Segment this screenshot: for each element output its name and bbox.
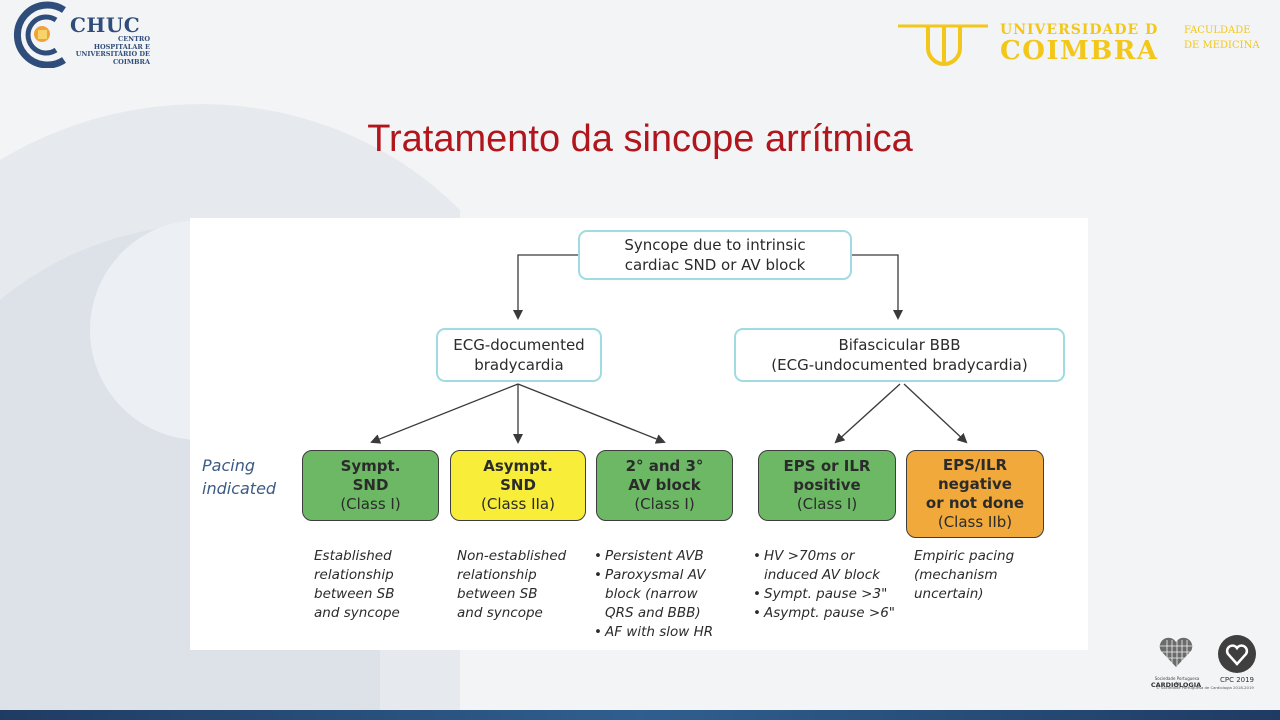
note3-item: AF with slow HR — [594, 623, 730, 642]
leaf1-class: (Class I) — [340, 495, 401, 513]
leaf4-line2: positive — [793, 476, 861, 494]
note4-item: Sympt. pause >3" — [753, 585, 899, 604]
leaf4-class: (Class I) — [796, 495, 858, 513]
note1-line1: Established — [314, 548, 392, 564]
cpc-name: CPC 2019 — [1219, 676, 1255, 684]
right-to-leaf4-arrow — [834, 383, 901, 444]
uc-logo: UNIVERSIDADE D COIMBRA FACULDADE DE MEDI… — [898, 18, 1268, 70]
pacing-indicated-label: Pacing indicated — [202, 454, 276, 500]
right-to-leaf5-arrow — [903, 383, 968, 444]
leaf5-line2: negative — [938, 475, 1012, 493]
heart-grid-icon — [1159, 637, 1193, 667]
leaf2-line2: SND — [500, 476, 536, 494]
leaf1-line1: Sympt. — [340, 457, 401, 475]
uc-faculty: FACULDADE DE MEDICINA — [1184, 25, 1260, 51]
note2-line3: between SB — [457, 586, 538, 602]
note-av-block: Persistent AVB Paroxysmal AV block (narr… — [594, 547, 730, 642]
leaf4-line1: EPS or ILR — [783, 457, 871, 475]
note-asympt-snd: Non-established relationship between SB … — [457, 547, 587, 623]
pacing-label-line1: Pacing — [202, 456, 255, 475]
note3-list: Persistent AVB Paroxysmal AV block (narr… — [594, 547, 730, 642]
note-eps-ilr-negative: Empiric pacing (mechanism uncertain) — [914, 547, 1044, 604]
leaf3-line2: AV block — [628, 476, 701, 494]
note1-line2: relationship — [314, 567, 394, 583]
note3-item: Persistent AVB — [594, 547, 730, 566]
leaf3-class: (Class I) — [634, 495, 695, 513]
leaf2-class: (Class IIa) — [481, 495, 555, 513]
flowchart: Syncope due to intrinsic cardiac SND or … — [190, 218, 1088, 650]
leaf3-line1: 2° and 3° — [625, 457, 704, 475]
note1-line4: and syncope — [314, 605, 400, 621]
pacing-label-line2: indicated — [202, 479, 277, 498]
chuc-emblem-icon — [13, 1, 66, 68]
leaf-sympt-snd: Sympt. SND (Class I) — [302, 450, 439, 521]
leaf1-line2: SND — [352, 476, 389, 494]
ecg-documented-node: ECG-documented bradycardia — [436, 328, 602, 382]
left-to-leaf3-arrow — [517, 383, 666, 444]
root-to-left-arrow — [513, 254, 578, 320]
note5-line2: (mechanism — [914, 567, 998, 583]
note-sympt-snd: Established relationship between SB and … — [314, 547, 444, 623]
bifascicular-line1: Bifascicular BBB — [838, 336, 961, 354]
spc-logo: Sociedade Portuguesa de CARDIOLOGIA — [1150, 632, 1210, 694]
note4-list: HV >70ms or induced AV block Sympt. paus… — [753, 547, 899, 623]
uc-emblem-icon — [898, 24, 988, 66]
root-node: Syncope due to intrinsic cardiac SND or … — [578, 230, 852, 280]
leaf2-line1: Asympt. — [483, 457, 553, 475]
note1-line3: between SB — [314, 586, 395, 602]
note-eps-ilr-positive: HV >70ms or induced AV block Sympt. paus… — [753, 547, 899, 623]
leaf-asympt-snd: Asympt. SND (Class IIa) — [450, 450, 586, 521]
note2-line1: Non-established — [457, 548, 567, 564]
note5-line3: uncertain) — [914, 586, 984, 602]
note2-line2: relationship — [457, 567, 537, 583]
cpc-logo: CPC 2019 — [1212, 634, 1262, 688]
leaf5-line1: EPS/ILR — [942, 456, 1008, 474]
note3-item: Paroxysmal AV block (narrow QRS and BBB) — [594, 566, 730, 623]
root-node-line1: Syncope due to intrinsic — [624, 236, 806, 254]
bottom-bar — [0, 710, 1280, 720]
left-to-leaf1-arrow — [370, 383, 519, 444]
root-node-line2: cardiac SND or AV block — [624, 256, 806, 274]
uc-name-line1: UNIVERSIDADE D — [1000, 22, 1159, 38]
uc-name-line2: COIMBRA — [1000, 36, 1159, 66]
slide-title: Tratamento da sincope arrítmica — [367, 118, 913, 160]
heart-circle-icon — [1218, 635, 1256, 673]
chuc-name: CHUC — [70, 13, 141, 37]
leaf-eps-ilr-positive: EPS or ILR positive (Class I) — [758, 450, 896, 521]
flowchart-connectors — [370, 254, 968, 444]
note4-item: HV >70ms or induced AV block — [753, 547, 899, 585]
ecg-documented-line2: bradycardia — [474, 356, 564, 374]
note2-line4: and syncope — [457, 605, 543, 621]
leaf5-class: (Class IIb) — [937, 513, 1013, 531]
bifascicular-line2: (ECG-undocumented bradycardia) — [771, 356, 1028, 374]
leaf-eps-ilr-negative: EPS/ILR negative or not done (Class IIb) — [906, 450, 1044, 538]
note4-item: Asympt. pause >6" — [753, 604, 899, 623]
spc-small-text: Sociedade Portuguesa de — [1154, 676, 1200, 686]
copyright-text: © Sociedade Portuguesa de Cardiologia 20… — [1156, 685, 1254, 690]
note5-line1: Empiric pacing — [914, 548, 1015, 564]
leaf5-line3: or not done — [925, 494, 1025, 512]
chuc-logo: CHUC CENTRO HOSPITALAR E UNIVERSITÁRIO D… — [6, 0, 156, 68]
root-to-right-arrow — [852, 254, 903, 320]
ecg-documented-line1: ECG-documented — [453, 336, 585, 354]
chuc-subtitle: CENTRO HOSPITALAR E UNIVERSITÁRIO DE COI… — [75, 35, 150, 66]
spc-name: CARDIOLOGIA — [1150, 681, 1202, 689]
bifascicular-bbb-node: Bifascicular BBB (ECG-undocumented brady… — [734, 328, 1065, 382]
leaf-av-block: 2° and 3° AV block (Class I) — [596, 450, 733, 521]
